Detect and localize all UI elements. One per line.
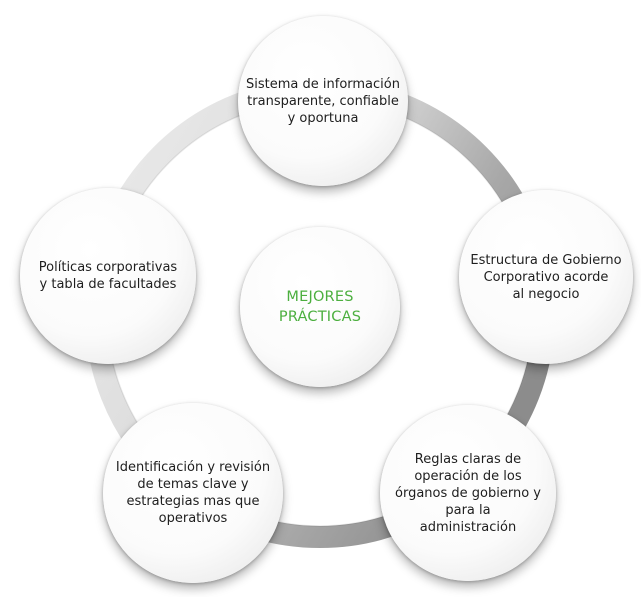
node-label: Políticas corporativas y tabla de facult… [38,260,178,292]
node-information-system: Sistema de información transparente, con… [238,16,408,186]
node-clear-rules: Reglas claras de operación de los órgano… [380,405,556,581]
node-label: Identificación y revisión de temas clave… [115,460,271,526]
node-label: Estructura de Gobierno Corporativo acord… [470,252,622,302]
node-label: Sistema de información transparente, con… [246,76,400,126]
node-corporate-policies: Políticas corporativas y tabla de facult… [20,188,196,364]
node-key-topics: Identificación y revisión de temas clave… [103,403,283,583]
node-governance-structure: Estructura de Gobierno Corporativo acord… [459,190,633,364]
node-label: Reglas claras de operación de los órgano… [395,451,541,535]
center-label: MEJORES PRÁCTICAS [278,289,362,325]
center-circle: MEJORES PRÁCTICAS [240,227,400,387]
